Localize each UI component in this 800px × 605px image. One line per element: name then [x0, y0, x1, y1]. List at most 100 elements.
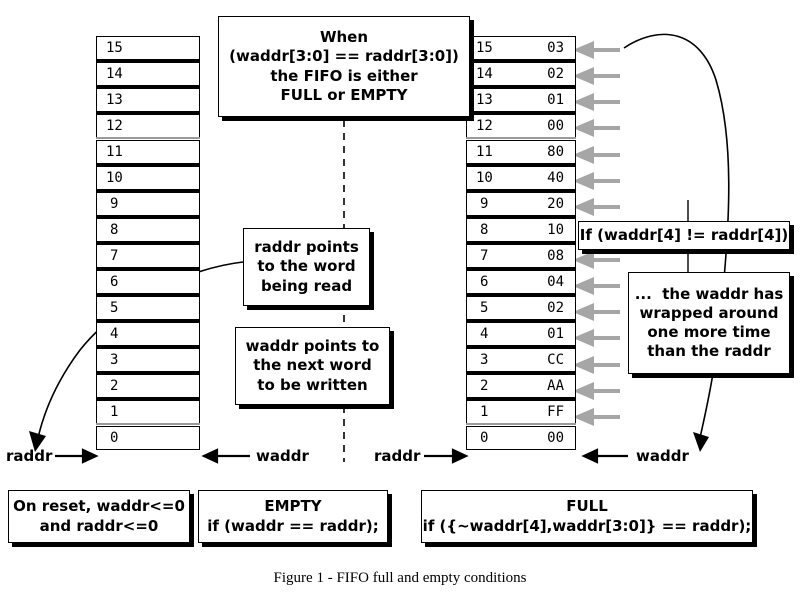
cell-separator — [466, 111, 576, 114]
memory-cell: 1 — [96, 400, 200, 424]
memory-cell: 13 — [96, 88, 200, 112]
cell-index: 15 — [106, 40, 123, 56]
right-waddr-label: waddr — [636, 447, 689, 465]
cell-separator — [466, 215, 576, 218]
cell-index: 10 — [106, 170, 123, 186]
cell-separator — [466, 59, 576, 62]
cell-value: 10 — [547, 222, 564, 238]
waddr-points-line-2: the next word — [253, 356, 372, 375]
cell-index: 12 — [476, 118, 493, 134]
cell-index: 4 — [480, 326, 489, 342]
figure-caption: Figure 1 - FIFO full and empty condition… — [273, 570, 527, 586]
cell-index: 5 — [110, 300, 119, 316]
cell-separator — [96, 137, 200, 139]
cell-value: FF — [547, 404, 564, 420]
on-reset-line-1: On reset, waddr<=0 — [13, 497, 185, 516]
cell-separator — [466, 319, 576, 322]
cell-separator — [466, 293, 576, 296]
cell-separator — [466, 163, 576, 166]
cell-value: 40 — [547, 170, 564, 186]
waddr-wrap-arrowhead — [693, 432, 709, 452]
cell-index: 0 — [480, 430, 489, 446]
cell-value: 20 — [547, 196, 564, 212]
memory-cell: 13 01 — [466, 88, 576, 112]
callout-wrapped-around: ... the waddr has wrapped around one mor… — [628, 272, 790, 374]
cell-index: 14 — [106, 66, 123, 82]
memory-cell: 6 — [96, 270, 200, 294]
cell-index: 8 — [480, 222, 489, 238]
cell-index: 11 — [106, 144, 123, 160]
condition-on-reset: On reset, waddr<=0 and raddr<=0 — [8, 490, 190, 543]
cell-separator — [96, 423, 200, 425]
full-line-2: if ({~waddr[4],waddr[3:0]} == raddr); — [422, 516, 752, 535]
memory-cell: 7 08 — [466, 244, 576, 268]
cell-separator — [466, 423, 576, 425]
memory-cell: 3 — [96, 348, 200, 372]
waddr-points-line-1: waddr points to — [245, 337, 380, 356]
msb-differ-line-1: If (waddr[4] != raddr[4]) — [579, 225, 789, 244]
on-reset-line-2: and raddr<=0 — [39, 516, 159, 535]
right-raddr-label: raddr — [374, 447, 421, 465]
cell-separator — [466, 137, 576, 139]
memory-cell: 14 — [96, 62, 200, 86]
cell-value: 01 — [547, 92, 564, 108]
cell-index: 6 — [110, 274, 119, 290]
cell-value: AA — [547, 378, 564, 394]
cell-index: 7 — [110, 248, 119, 264]
cell-separator — [96, 85, 200, 88]
when-line-4: FULL or EMPTY — [280, 85, 408, 104]
memory-cell: 12 — [96, 114, 200, 138]
cell-index: 11 — [476, 144, 493, 160]
memory-cell: 4 — [96, 322, 200, 346]
cell-index: 2 — [110, 378, 119, 394]
cell-value: 08 — [547, 248, 564, 264]
memory-cell: 7 — [96, 244, 200, 268]
memory-cell: 8 10 — [466, 218, 576, 242]
raddr-points-line-3: being read — [260, 276, 353, 295]
when-line-2: (waddr[3:0] == raddr[3:0]) — [229, 47, 459, 66]
cell-index: 9 — [110, 196, 119, 212]
empty-line-2: if (waddr == raddr); — [207, 516, 379, 535]
cell-index: 6 — [480, 274, 489, 290]
left-waddr-label: waddr — [256, 447, 309, 465]
cell-value: CC — [547, 352, 564, 368]
callout-waddr-points: waddr points to the next word to be writ… — [235, 327, 390, 405]
wrapped-line-2: wrapped around — [639, 303, 779, 322]
full-line-1: FULL — [566, 497, 608, 516]
wrapped-line-4: than the raddr — [647, 342, 771, 361]
condition-full: FULL if ({~waddr[4],waddr[3:0]} == raddr… — [421, 490, 753, 543]
cell-value: 00 — [547, 118, 564, 134]
cell-index: 2 — [480, 378, 489, 394]
waddr-points-line-3: to be written — [257, 375, 368, 394]
cell-value: 00 — [547, 430, 564, 446]
memory-cell: 2 — [96, 374, 200, 398]
cell-value: 01 — [547, 326, 564, 342]
cell-separator — [96, 59, 200, 62]
cell-index: 7 — [480, 248, 489, 264]
cell-separator — [466, 85, 576, 88]
left-raddr-label: raddr — [6, 447, 53, 465]
cell-index: 13 — [476, 92, 493, 108]
memory-cell: 4 01 — [466, 322, 576, 346]
cell-index: 1 — [110, 404, 119, 420]
cell-index: 13 — [106, 92, 123, 108]
memory-cell: 9 — [96, 192, 200, 216]
cell-index: 0 — [110, 430, 119, 446]
memory-cell: 2 AA — [466, 374, 576, 398]
when-line-1: When — [319, 28, 369, 47]
raddr-points-line-1: raddr points — [254, 238, 359, 257]
cell-value: 80 — [547, 144, 564, 160]
cell-separator — [466, 345, 576, 348]
empty-line-1: EMPTY — [264, 497, 322, 516]
cell-separator — [96, 163, 200, 166]
